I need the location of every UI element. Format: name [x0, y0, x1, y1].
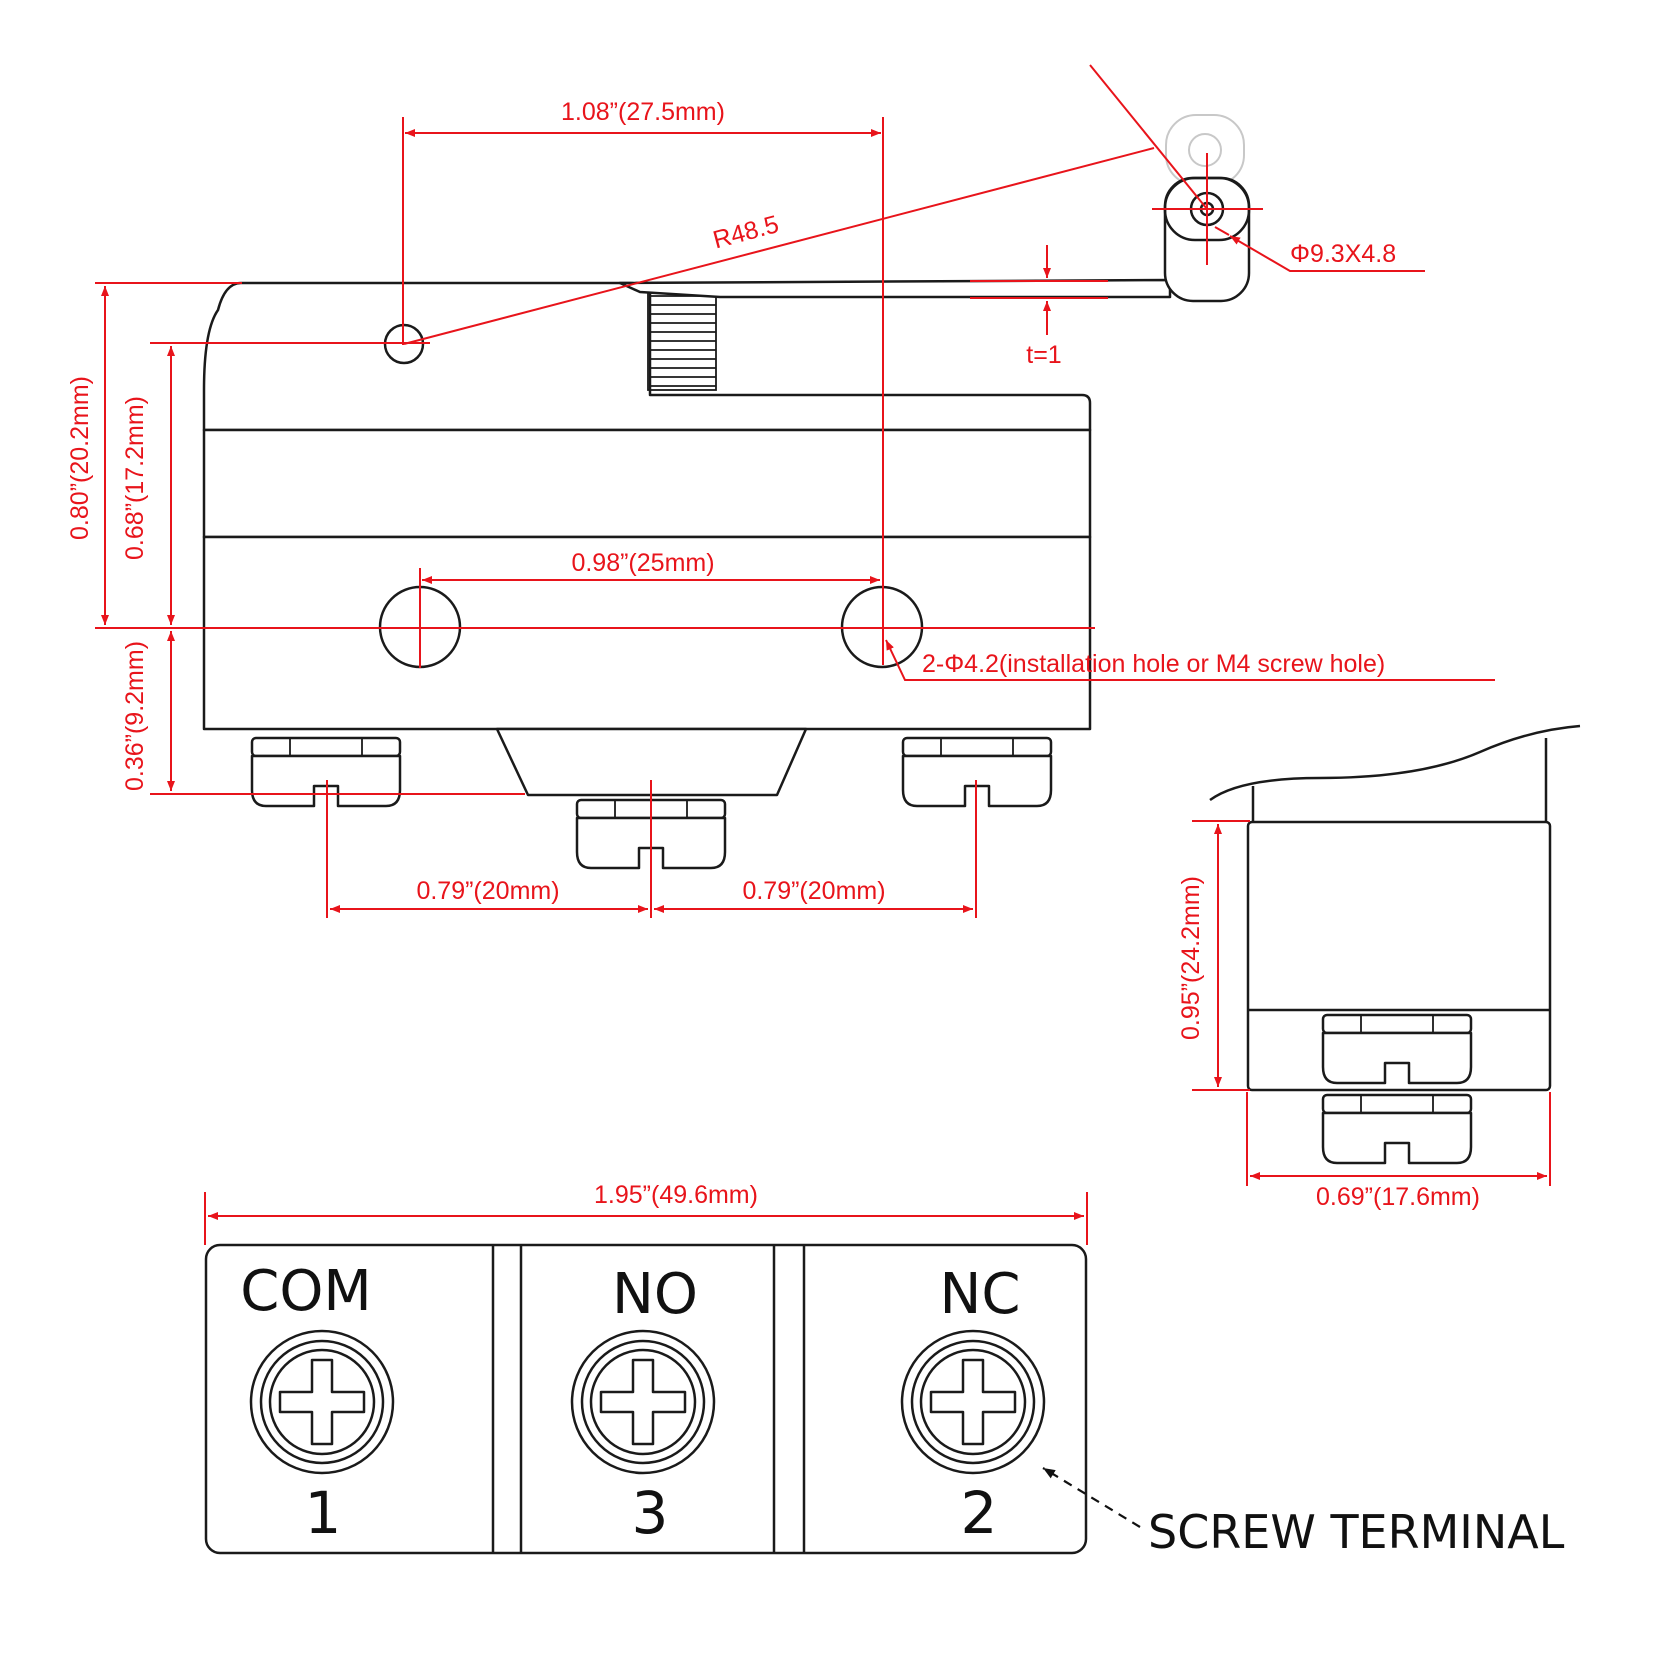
- dim-hole-spacing: 0.98”(25mm): [571, 549, 714, 577]
- terminal-no-number: 3: [632, 1479, 669, 1547]
- terminal-nc-label: NC: [940, 1262, 1021, 1327]
- lever-arm: [618, 278, 1172, 299]
- side-terminal-screw-upper-icon: [1321, 1013, 1473, 1085]
- dim-overall-length: 1.95”(49.6mm): [594, 1181, 758, 1209]
- terminal-notch: [495, 727, 808, 797]
- screw-nc-icon: [900, 1329, 1046, 1475]
- screw-com-icon: [249, 1329, 395, 1475]
- dim-lever-pivot-offset: 1.08”(27.5mm): [561, 98, 725, 126]
- terminal-panel: 1.95”(49.6mm) COM 1 NO 3 NC: [204, 1181, 1565, 1559]
- terminal-com-number: 1: [305, 1479, 342, 1547]
- dim-side-height: 0.95”(24.2mm): [1177, 876, 1205, 1040]
- side-terminal-screw-lower-icon: [1321, 1093, 1473, 1165]
- dim-terminal-spacing-left: 0.79”(20mm): [416, 877, 559, 905]
- dim-terminal-spacing-right: 0.79”(20mm): [742, 877, 885, 905]
- terminal-nc-number: 2: [961, 1479, 998, 1547]
- dim-total-height: 0.80”(20.2mm): [66, 376, 94, 540]
- screw-terminal-callout: SCREW TERMINAL: [1148, 1505, 1565, 1559]
- terminal-no-label: NO: [612, 1262, 698, 1327]
- dim-side-width: 0.69”(17.6mm): [1316, 1183, 1480, 1211]
- housing-band: [202, 428, 1092, 539]
- screw-no-icon: [570, 1329, 716, 1475]
- dim-hole-to-bottom: 0.36”(9.2mm): [121, 641, 149, 791]
- dim-roller-size: Φ9.3X4.8: [1290, 240, 1396, 268]
- side-view: [1209, 724, 1581, 1165]
- switch-body: [202, 535, 1092, 731]
- actuator-housing: [202, 281, 1092, 432]
- spring-icon: [647, 289, 717, 391]
- dim-hole-spec: 2-Φ4.2(installation hole or M4 screw hol…: [922, 650, 1385, 678]
- front-dimensions: 1.08”(27.5mm) R48.5 Φ9.3X4.8 t=1 0.80”(2…: [66, 64, 1495, 918]
- terminal-com-label: COM: [240, 1259, 372, 1324]
- dim-lever-thickness: t=1: [1026, 341, 1061, 369]
- side-dimensions: 0.95”(24.2mm) 0.69”(17.6mm): [1177, 820, 1551, 1211]
- dim-pivot-height: 0.68”(17.2mm): [121, 396, 149, 560]
